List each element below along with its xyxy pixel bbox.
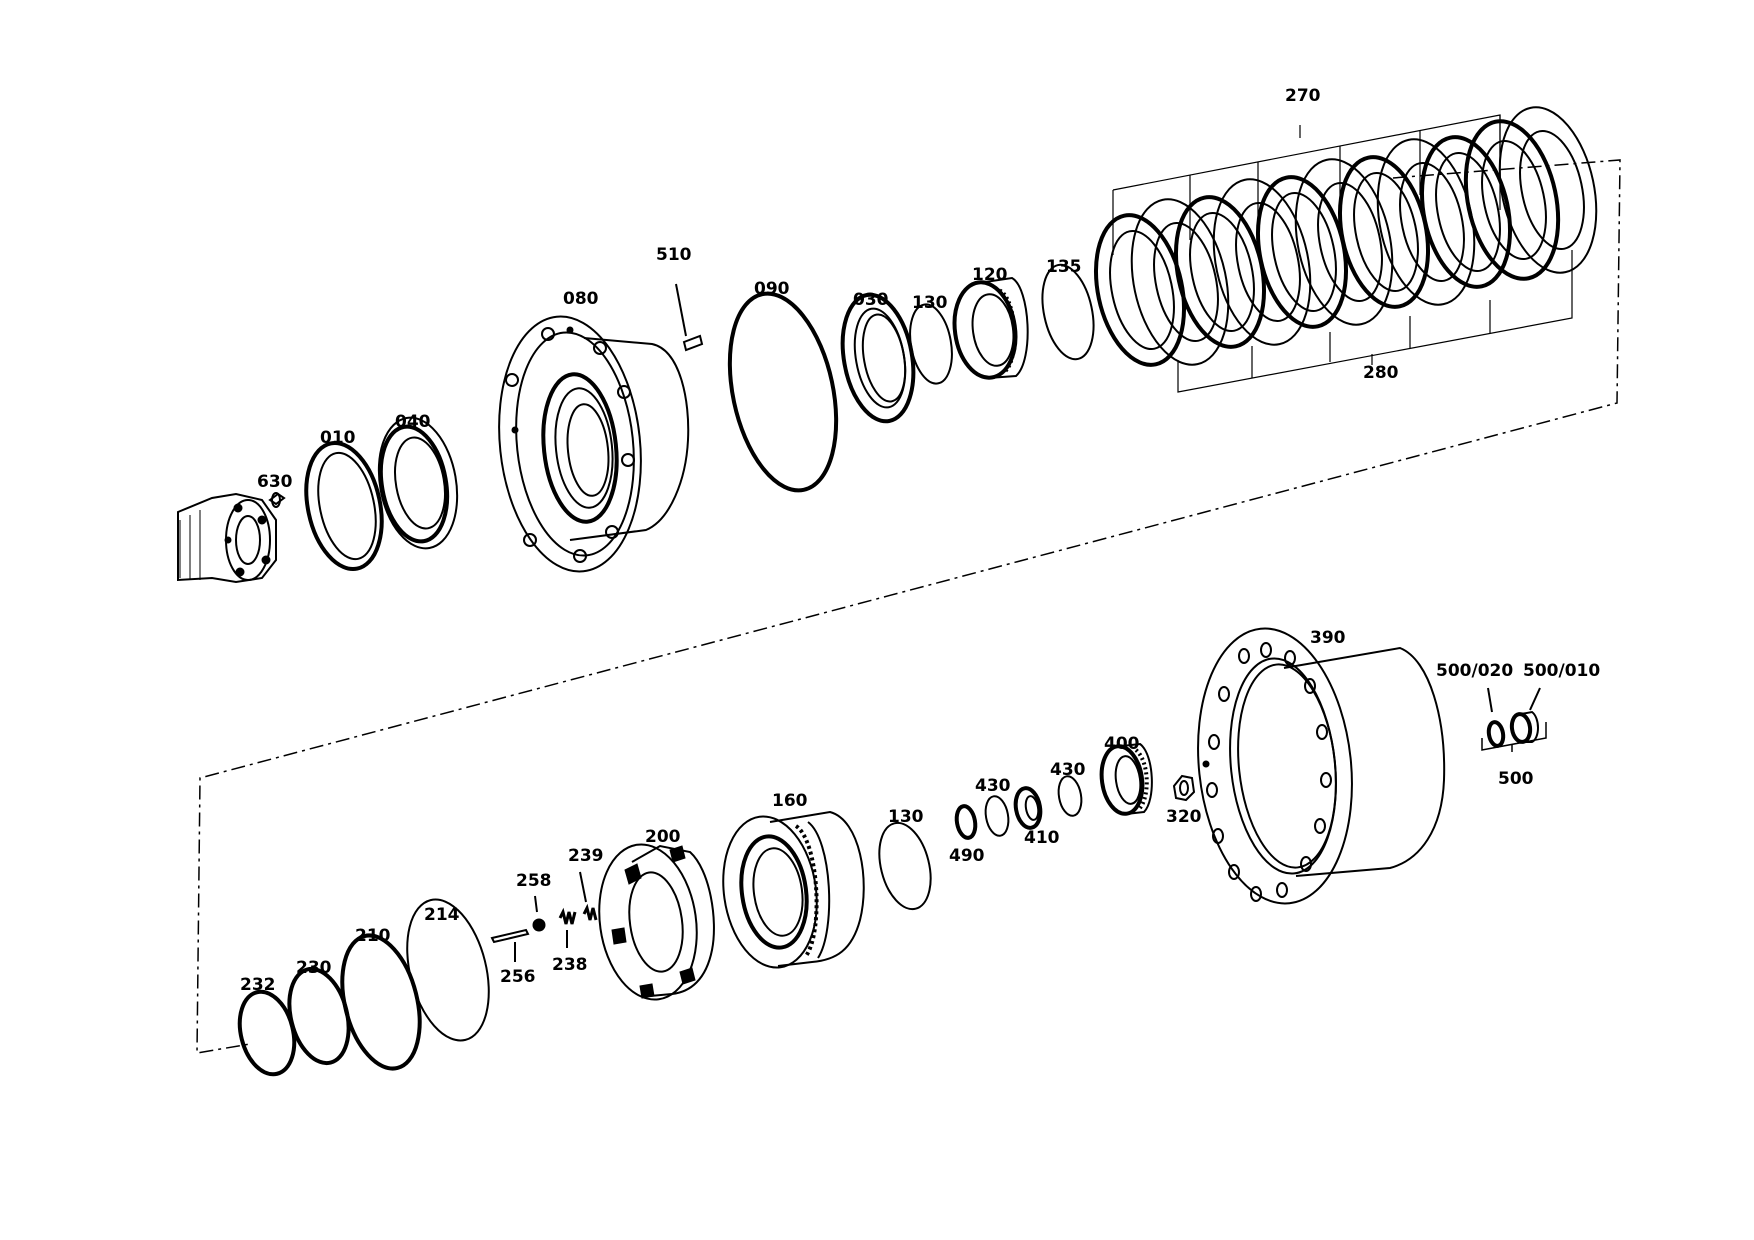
part-130-o-ring-bottom — [878, 821, 932, 911]
label-630: 630 — [257, 472, 293, 492]
part-500-010-sleeve — [1509, 687, 1541, 744]
part-080-hub — [498, 315, 690, 573]
label-130-top: 130 — [912, 293, 948, 313]
label-400: 400 — [1104, 734, 1140, 754]
part-400-gear-ring — [1099, 742, 1153, 816]
label-135: 135 — [1046, 257, 1082, 277]
label-200: 200 — [645, 827, 681, 847]
label-010: 010 — [320, 428, 356, 448]
part-430-ring-left — [984, 795, 1010, 837]
part-120-gear-sleeve — [952, 276, 1029, 380]
part-500-020-ring — [1486, 687, 1506, 748]
label-410: 410 — [1024, 828, 1060, 848]
label-490: 490 — [949, 846, 985, 866]
part-160-clutch-housing — [722, 810, 865, 969]
label-080: 080 — [563, 289, 599, 309]
part-135-ring — [1041, 263, 1095, 361]
label-510: 510 — [656, 245, 692, 265]
label-120: 120 — [972, 265, 1008, 285]
label-130-bottom: 130 — [888, 807, 924, 827]
part-510-screw — [675, 283, 704, 352]
label-238: 238 — [552, 955, 588, 975]
label-390: 390 — [1310, 628, 1346, 648]
label-160: 160 — [772, 791, 808, 811]
label-230: 230 — [296, 958, 332, 978]
label-239: 239 — [568, 846, 604, 866]
part-630-pin — [271, 492, 281, 508]
label-430-right: 430 — [1050, 760, 1086, 780]
label-210: 210 — [355, 926, 391, 946]
part-320-nut — [1172, 774, 1196, 802]
label-320: 320 — [1166, 807, 1202, 827]
part-390-drum-housing — [1197, 627, 1446, 905]
part-270-280-disc-stack — [1093, 106, 1598, 393]
assembly-axis-line — [196, 159, 1621, 1054]
label-214: 214 — [424, 905, 460, 925]
part-010-ring — [304, 440, 384, 572]
label-040: 040 — [395, 412, 431, 432]
label-030: 030 — [853, 290, 889, 310]
part-200-piston — [598, 843, 715, 1001]
part-040-bearing — [377, 416, 459, 550]
part-239-spring — [579, 871, 598, 921]
label-270: 270 — [1285, 86, 1321, 106]
label-500-020: 500/020 — [1436, 661, 1513, 681]
part-410-bearing — [1013, 786, 1043, 830]
label-500: 500 — [1498, 769, 1534, 789]
part-232-ring — [237, 989, 297, 1077]
label-430-left: 430 — [975, 776, 1011, 796]
part-630-housing-fragment — [177, 492, 286, 584]
part-256-pin — [490, 928, 530, 962]
label-258: 258 — [516, 871, 552, 891]
part-258-ball — [532, 895, 546, 932]
part-090-o-ring — [727, 291, 839, 493]
label-232: 232 — [240, 975, 276, 995]
part-238-spring — [558, 907, 577, 948]
label-256: 256 — [500, 967, 536, 987]
part-214-ring — [406, 898, 490, 1042]
part-210-ring — [340, 933, 422, 1071]
part-490-ring — [954, 804, 978, 840]
part-430-ring-right — [1057, 775, 1083, 817]
label-090: 090 — [754, 279, 790, 299]
part-130-o-ring-top — [909, 303, 953, 385]
label-280: 280 — [1363, 363, 1399, 383]
label-500-010: 500/010 — [1523, 661, 1600, 681]
part-500-assembly — [1481, 722, 1547, 752]
